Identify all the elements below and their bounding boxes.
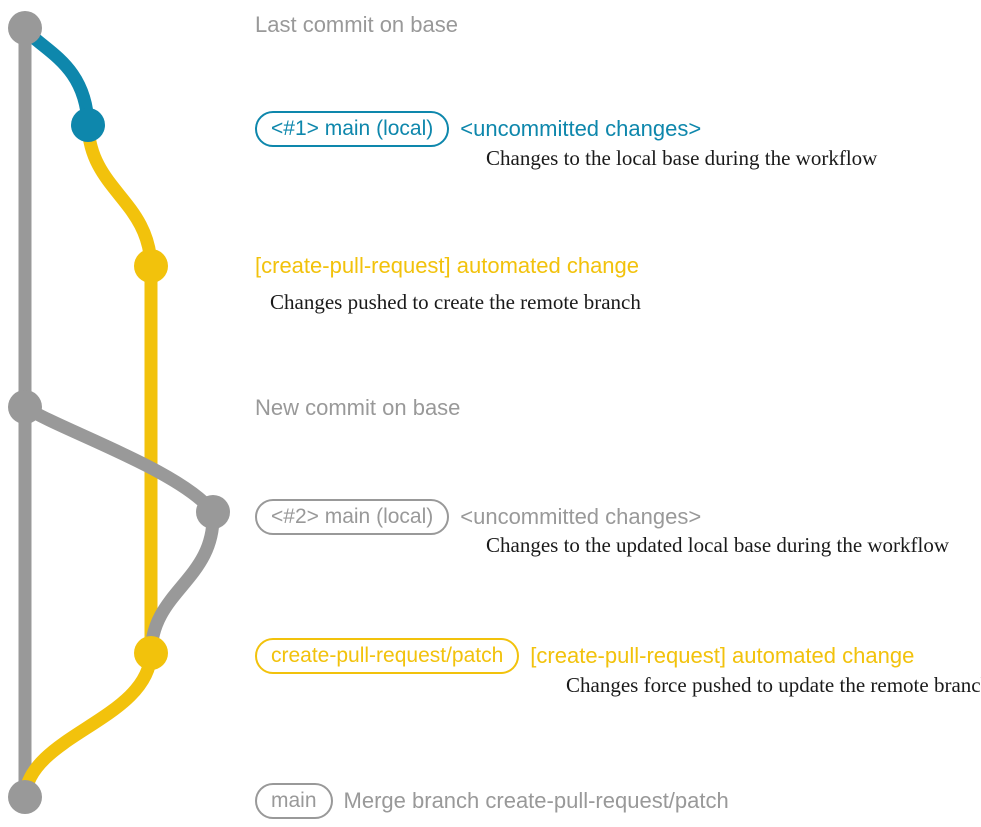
edge-base-to-local-1 bbox=[18, 21, 95, 132]
commit-row-merge-commit: main Merge branch create-pull-request/pa… bbox=[255, 783, 729, 819]
commit-subject: <uncommitted changes> bbox=[460, 504, 702, 529]
commit-row-last-commit-on-base: Last commit on base bbox=[255, 14, 458, 36]
node-local-main-2[interactable] bbox=[196, 495, 230, 529]
node-automated-change-1[interactable] bbox=[134, 249, 168, 283]
commit-note-local-main-1: Changes to the local base during the wor… bbox=[486, 146, 878, 170]
commit-row-automated-change-1: [create-pull-request] automated change bbox=[255, 255, 639, 277]
commit-subject: New commit on base bbox=[255, 395, 461, 420]
edge-base-to-local-2 bbox=[18, 400, 220, 519]
branch-badge-main[interactable]: main bbox=[255, 783, 333, 819]
node-local-main-1[interactable] bbox=[71, 108, 105, 142]
commit-row-automated-change-2: create-pull-request/patch [create-pull-r… bbox=[255, 638, 914, 674]
edge-local-1-to-remote-1 bbox=[81, 118, 158, 273]
commit-subject: [create-pull-request] automated change bbox=[255, 253, 640, 278]
commit-row-new-commit-on-base: New commit on base bbox=[255, 397, 460, 419]
commit-subject: Last commit on base bbox=[255, 12, 458, 37]
commit-subject: <uncommitted changes> bbox=[460, 116, 702, 141]
commit-note-automated-change-2: Changes force pushed to update the remot… bbox=[566, 673, 981, 697]
commit-row-local-main-2: <#2> main (local) <uncommitted changes> bbox=[255, 499, 701, 535]
branch-badge-create-pull-request-patch[interactable]: create-pull-request/patch bbox=[255, 638, 520, 674]
edge-remote-2-to-merge bbox=[18, 646, 158, 804]
node-merge-commit[interactable] bbox=[8, 780, 42, 814]
commit-subject: [create-pull-request] automated change bbox=[530, 643, 915, 668]
commit-subject: Merge branch create-pull-request/patch bbox=[343, 788, 729, 813]
node-new-commit-on-base[interactable] bbox=[8, 390, 42, 424]
commit-row-local-main-1: <#1> main (local) <uncommitted changes> bbox=[255, 111, 701, 147]
commit-note-automated-change-1: Changes pushed to create the remote bran… bbox=[270, 290, 641, 314]
branch-badge-local-main-1[interactable]: <#1> main (local) bbox=[255, 111, 450, 147]
node-last-commit-on-base[interactable] bbox=[8, 11, 42, 45]
edge-local-2-to-remote-2 bbox=[144, 505, 220, 660]
node-automated-change-2[interactable] bbox=[134, 636, 168, 670]
branch-badge-local-main-2[interactable]: <#2> main (local) bbox=[255, 499, 450, 535]
commit-note-local-main-2: Changes to the updated local base during… bbox=[486, 533, 950, 557]
